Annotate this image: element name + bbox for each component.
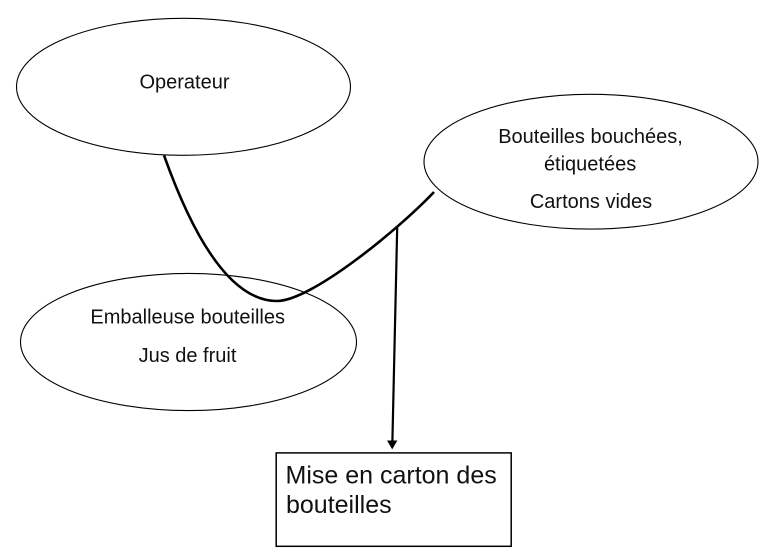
svg-text:Mise en carton des: Mise en carton des <box>286 462 497 490</box>
svg-text:Cartons vides: Cartons vides <box>530 191 652 213</box>
svg-text:Operateur: Operateur <box>139 72 229 94</box>
svg-text:Jus de fruit: Jus de fruit <box>139 345 237 367</box>
svg-text:bouteilles: bouteilles <box>286 491 392 519</box>
svg-text:Bouteilles bouchées,: Bouteilles bouchées, <box>498 126 683 148</box>
svg-text:Emballeuse bouteilles: Emballeuse bouteilles <box>90 307 285 329</box>
svg-text:étiquetées: étiquetées <box>544 154 636 176</box>
